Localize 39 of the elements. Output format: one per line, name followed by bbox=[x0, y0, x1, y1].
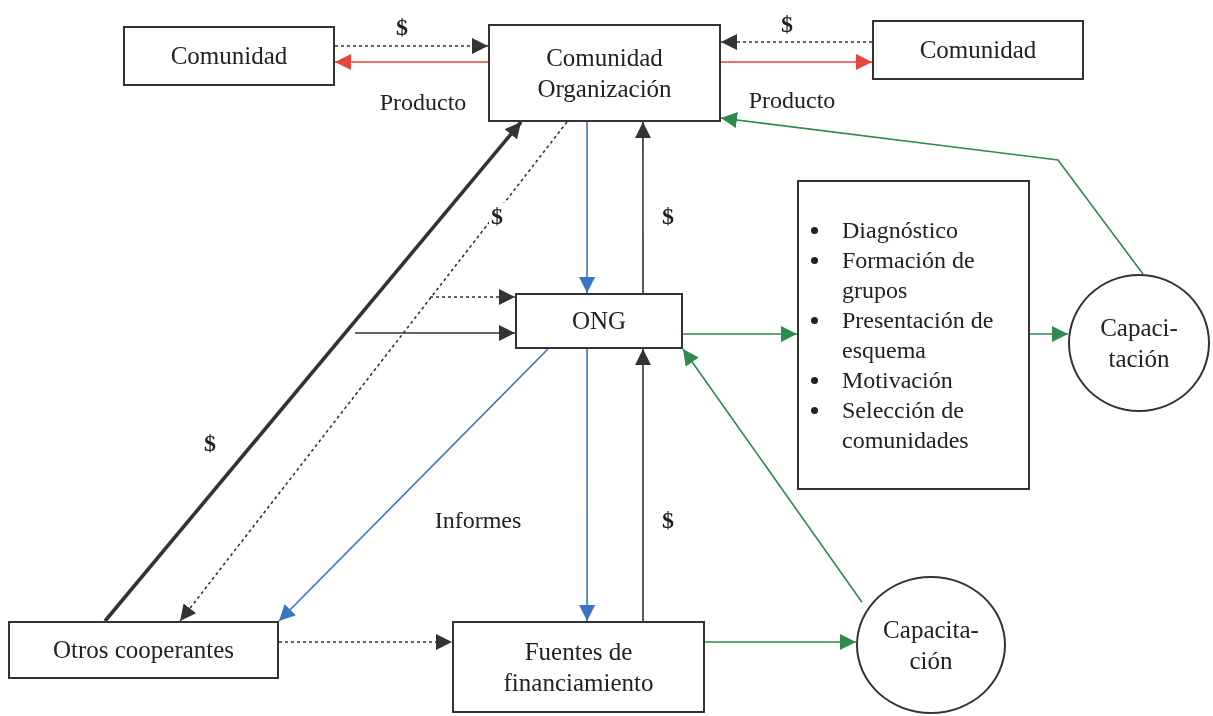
process-box bbox=[452, 621, 705, 713]
arrow bbox=[579, 121, 596, 294]
node-text: Comunidad bbox=[919, 35, 1037, 66]
process-box bbox=[488, 24, 721, 122]
node-text: Capacita- ción bbox=[882, 614, 980, 676]
process-box bbox=[872, 20, 1084, 80]
node-text: Comunidad Organización bbox=[536, 42, 673, 104]
arrow bbox=[334, 37, 489, 54]
process-box bbox=[123, 26, 335, 86]
list-item: Formación de grupos bbox=[842, 246, 976, 305]
arrow bbox=[682, 326, 798, 343]
arrow bbox=[1029, 326, 1069, 343]
arrow bbox=[720, 112, 1144, 275]
arrow bbox=[579, 348, 596, 622]
node-text: Fuentes de financiamiento bbox=[502, 636, 655, 698]
arrow bbox=[103, 120, 523, 623]
arrow bbox=[720, 34, 873, 51]
arrow bbox=[334, 54, 489, 70]
arrow bbox=[682, 348, 863, 603]
free-arrow bbox=[429, 289, 516, 305]
list-item: Motivación bbox=[842, 366, 953, 395]
process-box bbox=[8, 621, 279, 679]
node-text: Comunidad bbox=[170, 41, 288, 72]
node-text: ONG bbox=[571, 306, 627, 337]
arrow bbox=[635, 348, 651, 622]
process-box bbox=[515, 293, 683, 349]
node-text: Otros cooperantes bbox=[52, 635, 235, 666]
arrow bbox=[720, 54, 873, 70]
list-item: Selección de comunidades bbox=[842, 396, 970, 455]
free-arrow bbox=[354, 325, 516, 341]
arrow bbox=[278, 348, 549, 622]
arrow bbox=[179, 121, 568, 622]
list-box bbox=[797, 180, 1030, 490]
list-item: Diagnóstico bbox=[842, 216, 958, 245]
arrow bbox=[278, 634, 453, 650]
arrow bbox=[704, 633, 857, 650]
list-item: Presentación de esquema bbox=[842, 306, 995, 365]
node-text: Capaci- tación bbox=[1099, 312, 1179, 374]
arrow bbox=[634, 121, 651, 294]
